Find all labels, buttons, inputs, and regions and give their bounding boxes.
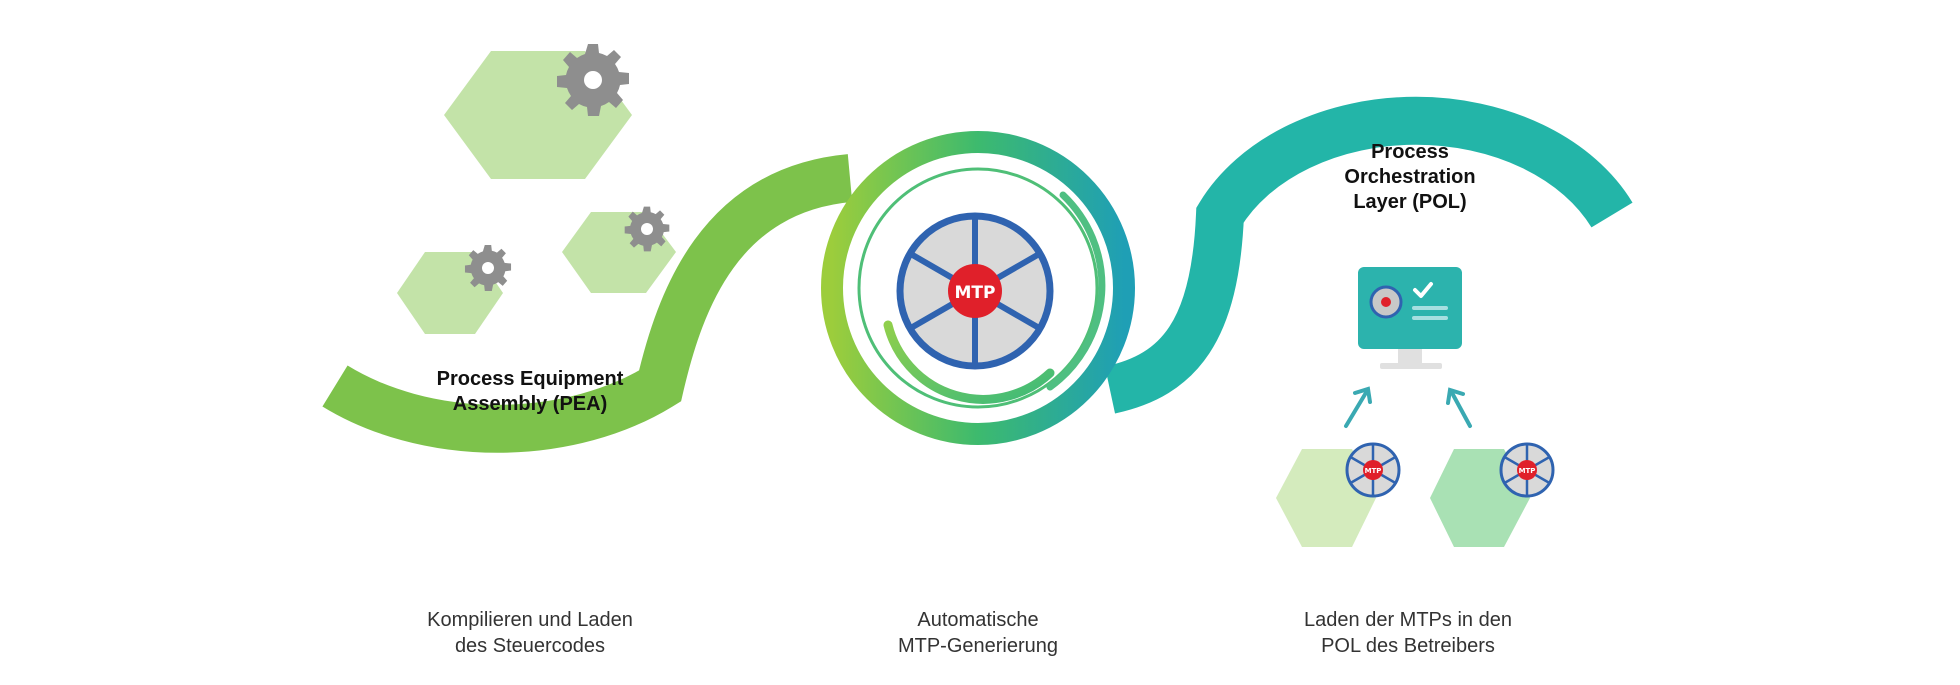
checkmark-icon (1413, 282, 1433, 298)
arrow-up-icon (1446, 387, 1472, 428)
anlagen-engineering-arc (1104, 96, 1633, 414)
mtp-main-label: MTP (955, 283, 996, 303)
monitor-icon (1358, 267, 1462, 369)
mtp-inner-ring (857, 167, 1099, 409)
caption-middle: Automatische MTP-Generierung (828, 607, 1128, 659)
caption-right-line2: POL des Betreibers (1321, 635, 1495, 657)
pea-label-line2: Assembly (PEA) (452, 393, 608, 415)
mtp-small-label: MTP (1365, 467, 1382, 475)
caption-right-line1: Laden der MTPs in den (1304, 609, 1512, 631)
caption-left-line1: Kompilieren und Laden (427, 609, 633, 631)
pol-label-line1: Process (1371, 141, 1449, 163)
mtp-valve-icon: MTP (896, 212, 1054, 370)
pol-label-line2: Orchestration (1344, 166, 1476, 188)
caption-middle-line1: Automatische (917, 609, 1039, 631)
pol-label-line3: Layer (POL) (1353, 191, 1467, 213)
caption-right: Laden der MTPs in den POL des Betreibers (1258, 607, 1558, 659)
pea-engineering-arc (322, 154, 853, 453)
mtp-valve-icon: MTP (1345, 442, 1401, 498)
mtp-inner-arc-left (883, 320, 1055, 404)
mtp-valve-icon: MTP (1499, 442, 1555, 498)
mtp-inner-arc-right (1046, 191, 1106, 391)
anlagen-engineering-label: Anlagen-Engineering (1269, 44, 1561, 105)
mtp-small-label: MTP (1519, 467, 1536, 475)
pea-label: Process Equipment Assembly (PEA) (380, 367, 680, 417)
pea-label-line1: Process Equipment (436, 368, 624, 390)
arrow-up-icon (1344, 386, 1372, 428)
mtp-outer-ring (821, 131, 1135, 445)
caption-left: Kompilieren und Laden des Steuercodes (380, 607, 680, 659)
caption-left-line2: des Steuercodes (454, 635, 606, 657)
caption-middle-line2: MTP-Generierung (897, 635, 1059, 657)
pea-engineering-label: PEA-Engineering (418, 485, 641, 536)
pol-label: Process Orchestration Layer (POL) (1290, 140, 1530, 215)
